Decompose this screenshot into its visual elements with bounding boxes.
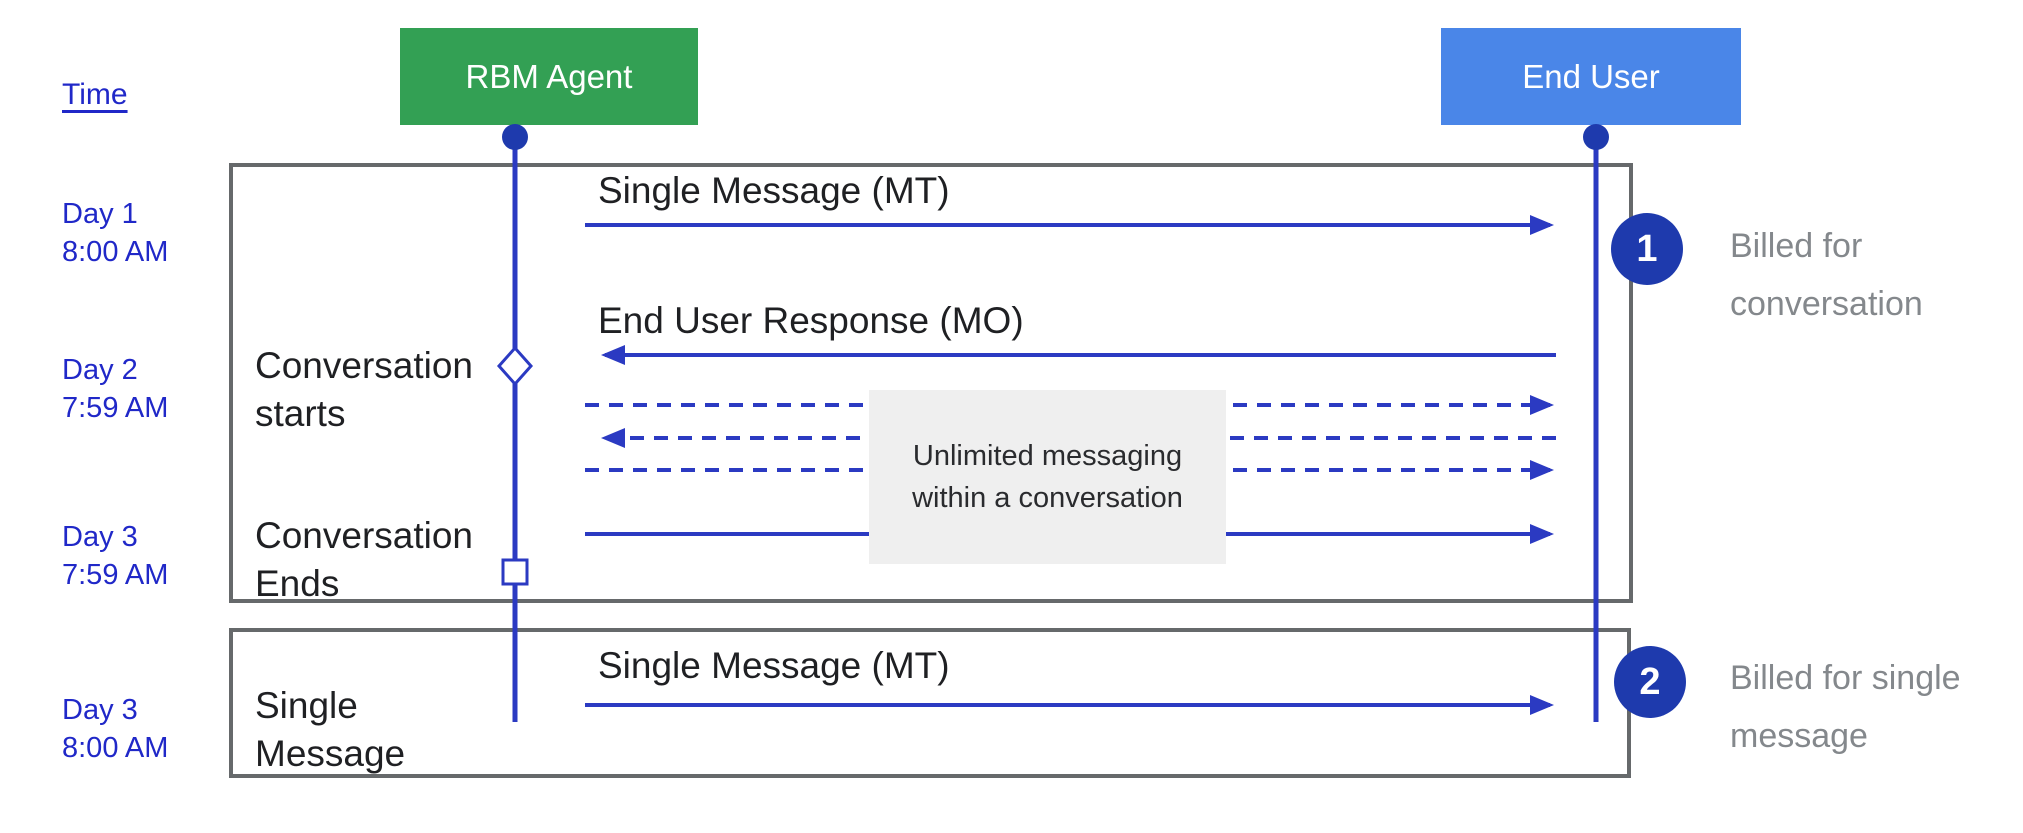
billing-badge-1: 1 (1611, 213, 1683, 285)
timeline-entry-day3-single: Day 3 8:00 AM (62, 692, 168, 767)
billing-badge-2-number: 2 (1639, 660, 1661, 703)
conversation-starts-label: Conversation starts (255, 345, 474, 435)
end-user-lifeline-dot (1583, 124, 1609, 150)
billing-badge-1-number: 1 (1636, 227, 1658, 270)
unlimited-messaging-note-box: Unlimited messaging within a conversatio… (869, 390, 1226, 564)
timeline-time: 8:00 AM (62, 731, 169, 764)
timeline-time: 8:00 AM (62, 235, 169, 268)
unlimited-messaging-note: Unlimited messaging within a conversatio… (912, 439, 1183, 514)
timeline-day: Day 3 (62, 694, 138, 726)
billing-badge-2: 2 (1614, 646, 1686, 718)
rbm-agent-lifeline-dot (502, 124, 528, 150)
timeline-day: Day 3 (62, 521, 138, 553)
conversation-frame (229, 163, 1633, 603)
mt-message-label: Single Message (MT) (598, 170, 950, 211)
rbm-agent-label: RBM Agent (465, 57, 633, 95)
conversation-ends-label: Conversation Ends (255, 515, 474, 605)
end-user-actor-box: End User (1441, 28, 1741, 125)
timeline-entry-day2: Day 2 7:59 AM (62, 352, 168, 427)
time-axis-label: Time (62, 78, 128, 111)
timeline-entry-day3-end: Day 3 7:59 AM (62, 519, 168, 594)
billed-for-conversation-note: Billed for conversation (1730, 227, 1923, 323)
timeline-day: Day 2 (62, 354, 138, 386)
single-message-row-label: Single Message (255, 685, 406, 775)
timeline-time: 7:59 AM (62, 558, 169, 591)
rbm-agent-actor-box: RBM Agent (400, 28, 698, 125)
timeline-time: 7:59 AM (62, 391, 169, 424)
end-user-label: End User (1522, 57, 1660, 95)
timeline-entry-day1: Day 1 8:00 AM (62, 196, 168, 271)
timeline-day: Day 1 (62, 198, 138, 230)
billed-for-single-message-note: Billed for single message (1730, 659, 1961, 755)
single-mt-message-label: Single Message (MT) (598, 645, 950, 686)
mo-response-label: End User Response (MO) (598, 300, 1024, 341)
